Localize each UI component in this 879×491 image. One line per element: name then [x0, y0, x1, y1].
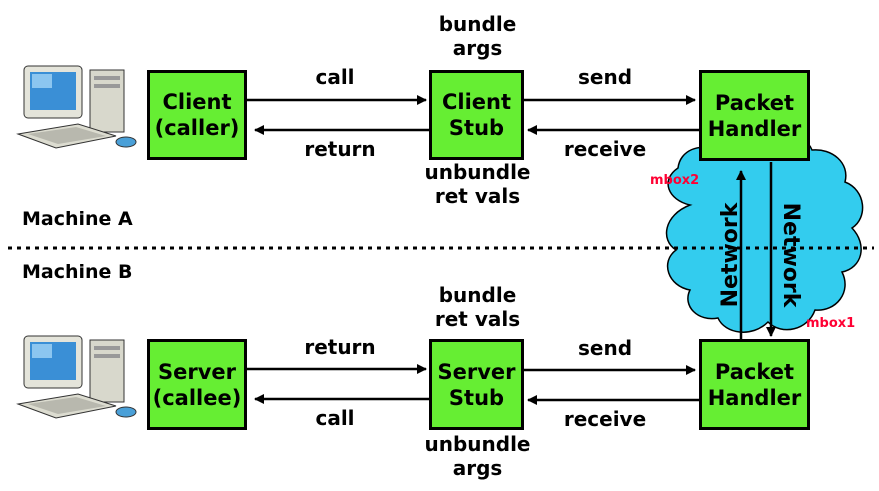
server-box-line1: Server — [157, 359, 236, 384]
unbundle-args-line1: unbundle — [424, 432, 531, 456]
client-stub-line2: Stub — [448, 116, 505, 140]
return-label-bottom: return — [304, 335, 376, 359]
mbox1-label: mbox1 — [806, 316, 856, 331]
unbundle-args-line2: args — [452, 456, 503, 480]
server-stub-box: Server Stub — [429, 339, 524, 430]
unbundle-args-label: unbundle args — [415, 432, 540, 480]
return-label-top: return — [304, 137, 376, 161]
server-stub-line2: Stub — [448, 385, 505, 410]
bundle-ret-vals-line2: ret vals — [434, 307, 521, 331]
machine-a-label: Machine A — [22, 208, 133, 230]
packet-handler-top-line2: Handler — [707, 116, 802, 141]
client-box-line1: Client — [162, 90, 232, 114]
receive-label-bottom: receive — [563, 407, 647, 431]
send-label-top: send — [577, 65, 633, 89]
packet-handler-bottom-line1: Packet — [714, 359, 795, 384]
packet-handler-top-line1: Packet — [714, 90, 795, 115]
packet-handler-bottom-line2: Handler — [707, 385, 802, 410]
receive-label-top: receive — [563, 137, 647, 161]
bundle-args-line2: args — [452, 36, 503, 60]
server-box: Server (callee) — [147, 339, 247, 430]
client-stub-box: Client Stub — [429, 70, 524, 160]
computer-icon — [16, 65, 137, 149]
cloud-icon — [665, 132, 864, 333]
client-box-line2: (caller) — [154, 116, 240, 140]
send-label-bottom: send — [577, 336, 633, 360]
client-box: Client (caller) — [147, 70, 247, 160]
network-label-right: Network — [778, 202, 803, 308]
unbundle-ret-vals-line2: ret vals — [434, 184, 521, 208]
mbox2-label: mbox2 — [650, 173, 700, 188]
bundle-ret-vals-label: bundle ret vals — [415, 283, 540, 331]
unbundle-ret-vals-label: unbundle ret vals — [415, 160, 540, 208]
packet-handler-bottom-box: Packet Handler — [699, 339, 810, 430]
server-stub-line1: Server — [437, 359, 516, 384]
unbundle-ret-vals-line1: unbundle — [424, 160, 531, 184]
bundle-ret-vals-line1: bundle — [438, 283, 517, 307]
client-stub-line1: Client — [441, 90, 512, 114]
bundle-args-label: bundle args — [420, 12, 535, 60]
call-label-top: call — [315, 65, 355, 89]
bundle-args-line1: bundle — [438, 12, 517, 36]
server-box-line2: (callee) — [152, 385, 242, 410]
packet-handler-top-box: Packet Handler — [699, 70, 810, 161]
computer-icon — [16, 335, 137, 419]
network-label-left: Network — [718, 202, 743, 308]
machine-b-label: Machine B — [22, 261, 133, 283]
call-label-bottom: call — [315, 406, 355, 430]
